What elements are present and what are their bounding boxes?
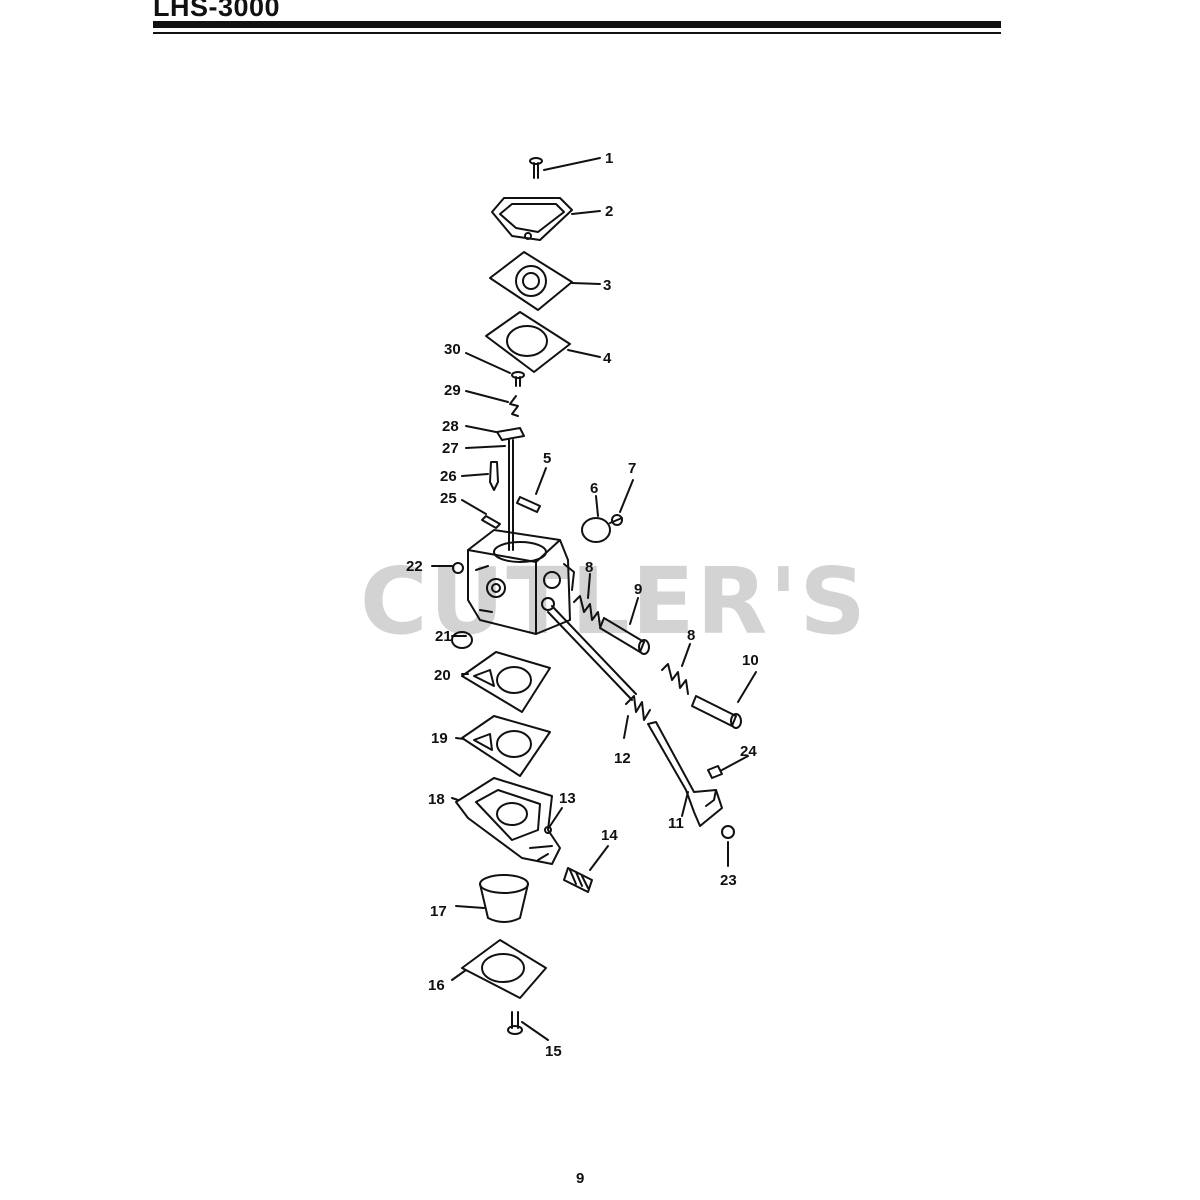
callout-6: 6	[590, 480, 598, 497]
part-19-gasket	[455, 715, 551, 777]
part-12-spring	[623, 695, 651, 739]
callout-3: 3	[603, 277, 611, 294]
callout-19: 19	[431, 730, 448, 747]
part-26-needle	[461, 461, 499, 491]
part-8-spring-lower	[661, 643, 691, 695]
callout-9: 9	[634, 581, 642, 598]
part-30-screw	[465, 352, 525, 387]
part-14-screw	[563, 845, 609, 893]
callout-17: 17	[430, 903, 447, 920]
callout-28: 28	[442, 418, 459, 435]
part-11-lever	[647, 721, 723, 827]
part-29-spring	[465, 390, 519, 417]
callout-29: 29	[444, 382, 461, 399]
callout-22: 22	[406, 558, 423, 575]
callout-24: 24	[740, 743, 757, 760]
page-header-model: LHS-3000	[153, 0, 281, 22]
callout-23: 23	[720, 872, 737, 889]
callout-8-upper: 8	[585, 559, 593, 576]
part-28-lever	[465, 425, 525, 441]
callout-12: 12	[614, 750, 631, 767]
part-17-cup	[455, 874, 529, 923]
callout-10: 10	[742, 652, 759, 669]
part-15-screw	[507, 1011, 549, 1041]
part-16-gasket	[451, 939, 547, 999]
part-9-screw	[599, 597, 650, 655]
callout-21: 21	[435, 628, 452, 645]
callout-5: 5	[543, 450, 551, 467]
carburetor-body	[467, 529, 575, 635]
part-1-screw	[529, 157, 601, 179]
callout-26: 26	[440, 468, 457, 485]
part-6-disc	[581, 495, 611, 543]
callout-14: 14	[601, 827, 618, 844]
part-20-gasket	[461, 651, 551, 713]
callout-4: 4	[603, 350, 612, 367]
callout-8-lower: 8	[687, 627, 695, 644]
header-rule	[153, 21, 1001, 28]
part-10-screw	[691, 671, 757, 729]
callout-30: 30	[444, 341, 461, 358]
page-number: 9	[576, 1170, 585, 1187]
linkage-rod	[547, 605, 637, 701]
part-3-diaphragm	[489, 251, 601, 311]
part-5-pin	[516, 467, 547, 513]
callout-2: 2	[605, 203, 613, 220]
callout-27: 27	[442, 440, 459, 457]
part-8-spring-upper	[573, 573, 601, 627]
callout-1: 1	[605, 150, 613, 167]
callout-16: 16	[428, 977, 445, 994]
part-22-plug	[431, 562, 464, 574]
callout-20: 20	[434, 667, 451, 684]
callout-18: 18	[428, 791, 445, 808]
callout-13: 13	[559, 790, 576, 807]
part-4-gasket	[485, 311, 601, 373]
part-2-cover	[491, 197, 601, 241]
part-24-clip	[707, 755, 749, 779]
callout-25: 25	[440, 490, 457, 507]
part-18-pump-cover	[451, 777, 561, 865]
part-13-pin	[544, 807, 563, 834]
part-23-nut	[721, 825, 735, 867]
callout-15: 15	[545, 1043, 562, 1060]
part-21-plug	[451, 631, 473, 649]
header-rule-thin	[153, 32, 1001, 34]
part-7-screw	[609, 479, 634, 526]
part-25-clip	[461, 499, 501, 529]
callout-11: 11	[668, 815, 684, 832]
callout-7: 7	[628, 460, 636, 477]
